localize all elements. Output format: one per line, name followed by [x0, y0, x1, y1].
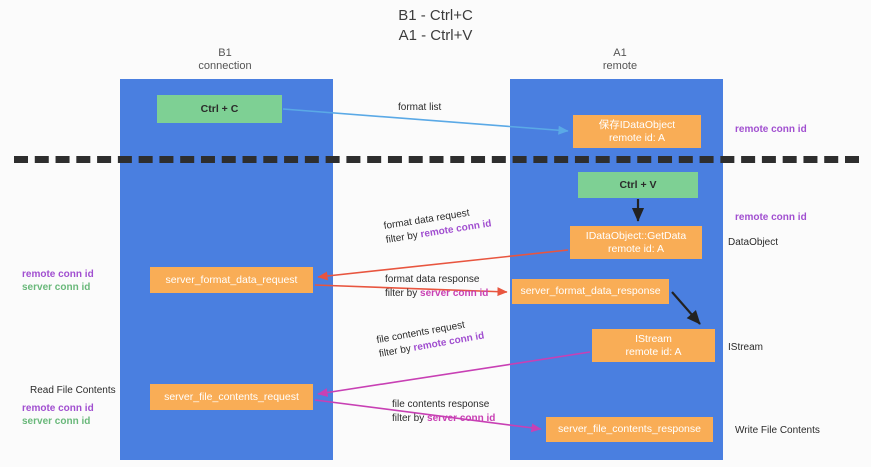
annotation-left-1-remote: remote conn id	[22, 269, 94, 280]
node-server-file-contents-response[interactable]: server_file_contents_response	[546, 417, 713, 442]
caption-file-contents-response-line1: file contents response	[392, 399, 490, 410]
node-get-data-sublabel: remote id: A	[607, 242, 665, 255]
node-data-object-label: 保存IDataObject	[598, 118, 676, 131]
caption-format-data-response-filter: filter by server conn id	[385, 287, 488, 301]
node-data-object-sublabel: remote id: A	[608, 131, 666, 144]
caption-format-list: format list	[398, 101, 441, 115]
annotation-right-istream: IStream	[728, 341, 763, 354]
node-ctrl-c-label: Ctrl + C	[200, 102, 239, 115]
annotation-left-conn-ids-1: remote conn id server conn id	[22, 268, 94, 294]
caption-format-data-request: format data request filter by remote con…	[383, 203, 493, 247]
node-server-format-data-response[interactable]: server_format_data_response	[512, 279, 669, 304]
node-istream-sublabel: remote id: A	[625, 345, 682, 358]
node-server-file-contents-request[interactable]: server_file_contents_request	[150, 384, 313, 410]
annotation-left-3-remote: remote conn id	[22, 403, 94, 414]
column-b1-name: B1	[218, 47, 232, 59]
node-data-object[interactable]: 保存IDataObject remote id: A	[573, 115, 701, 148]
annotation-right-dataobject: DataObject	[728, 236, 778, 249]
caption-file-contents-response-filter: filter by server conn id	[392, 412, 495, 426]
filter-prefix-fcresp: filter by	[392, 413, 428, 424]
phase-divider	[14, 156, 859, 163]
column-header-a1: A1 remote	[565, 47, 675, 73]
annotation-left-2-text: Read File Contents	[30, 385, 116, 396]
annotation-right-1-text: remote conn id	[735, 124, 807, 135]
annotation-right-3-text: DataObject	[728, 237, 779, 248]
caption-format-data-response-line1: format data response	[385, 274, 480, 285]
node-get-data[interactable]: IDataObject::GetData remote id: A	[570, 226, 702, 259]
filter-prefix-fdresp: filter by	[385, 288, 421, 299]
annotation-left-read-file-contents: Read File Contents	[30, 384, 116, 397]
node-istream-label: IStream	[635, 332, 672, 345]
node-ctrl-v[interactable]: Ctrl + V	[578, 172, 698, 198]
annotation-right-remote-conn-id-2: remote conn id	[735, 211, 807, 224]
annotation-left-3-server: server conn id	[22, 416, 91, 427]
annotation-right-4-text: IStream	[728, 342, 764, 353]
node-ctrl-c[interactable]: Ctrl + C	[157, 95, 282, 123]
node-server-format-data-request-label: server_format_data_request	[165, 273, 298, 286]
title-line-1: B1 - Ctrl+C	[398, 7, 473, 24]
annotation-right-5-text: Write File Contents	[735, 425, 820, 436]
page-title: B1 - Ctrl+C A1 - Ctrl+V	[0, 6, 871, 46]
caption-file-contents-request: file contents request filter by remote c…	[376, 316, 486, 362]
annotation-left-conn-ids-2: remote conn id server conn id	[22, 402, 94, 428]
column-a1-role: remote	[602, 60, 638, 72]
column-a1-name: A1	[613, 47, 627, 59]
annotation-right-write-file-contents: Write File Contents	[735, 424, 820, 437]
node-server-format-data-response-label: server_format_data_response	[520, 285, 661, 297]
node-istream[interactable]: IStream remote id: A	[592, 329, 715, 362]
node-get-data-label: IDataObject::GetData	[585, 229, 687, 242]
title-line-2: A1 - Ctrl+V	[398, 27, 473, 44]
node-server-format-data-request[interactable]: server_format_data_request	[150, 267, 313, 293]
node-server-file-contents-request-label: server_file_contents_request	[164, 390, 299, 403]
node-ctrl-v-label: Ctrl + V	[619, 178, 657, 191]
node-server-file-contents-response-label: server_file_contents_response	[557, 423, 701, 435]
annotation-right-remote-conn-id-1: remote conn id	[735, 123, 807, 136]
caption-format-list-line1: format list	[398, 102, 442, 113]
column-b1-role: connection	[198, 60, 252, 72]
caption-file-contents-response: file contents response filter by server …	[392, 398, 495, 426]
annotation-right-2-text: remote conn id	[735, 212, 807, 223]
caption-format-data-response: format data response filter by server co…	[385, 273, 488, 301]
filter-key-fcresp: server conn id	[427, 413, 496, 424]
annotation-left-1-server: server conn id	[22, 282, 91, 293]
filter-key-fdresp: server conn id	[420, 288, 489, 299]
column-header-b1: B1 connection	[150, 47, 300, 73]
